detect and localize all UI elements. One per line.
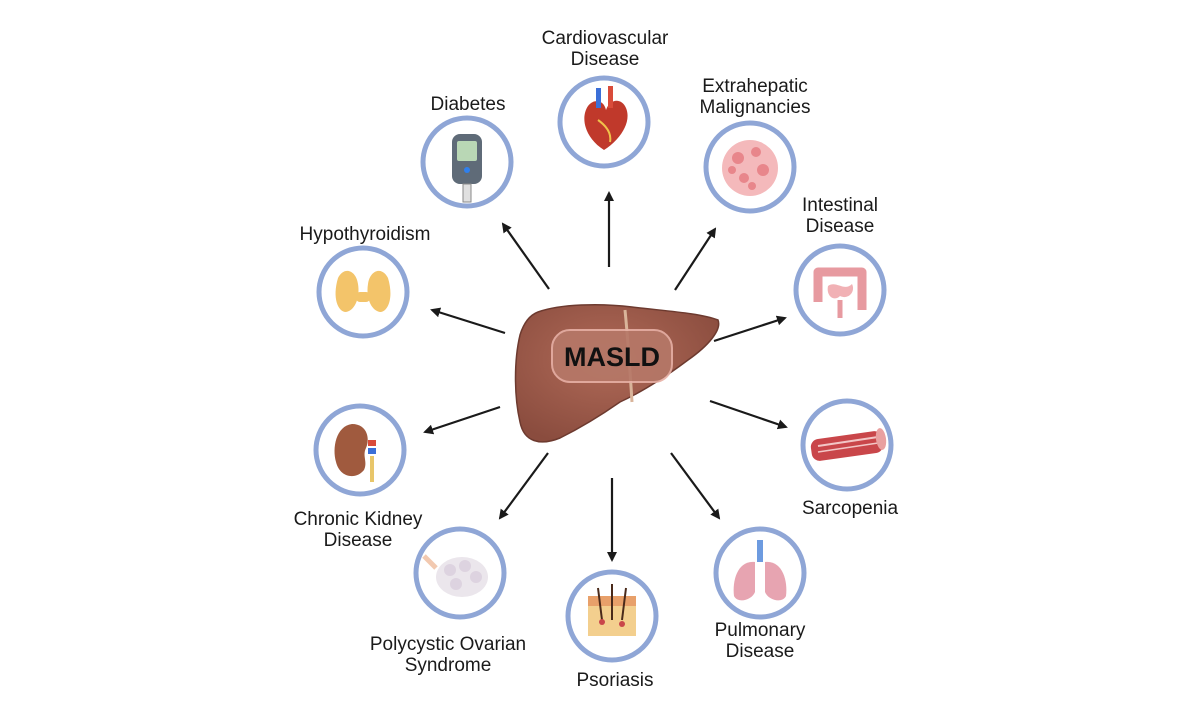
arrows-group (423, 191, 788, 562)
arrow-to-hypothyroidism (430, 307, 506, 335)
liver-icon: MASLD (514, 303, 720, 443)
pulmonary-node (713, 526, 807, 620)
malignancies-node (703, 120, 797, 214)
intestinal-node (793, 243, 887, 337)
sarcopenia-node (800, 398, 894, 492)
masld-label-box (551, 329, 673, 383)
ckd-node (313, 403, 407, 497)
label-sarcopenia: Sarcopenia (801, 498, 899, 519)
label-diabetes: Diabetes (430, 94, 506, 115)
heart-icon (584, 86, 628, 150)
arrow-to-diabetes (501, 222, 550, 290)
skin-layers-icon (588, 584, 636, 636)
arrow-to-ckd (423, 405, 501, 435)
glucometer-icon (452, 134, 482, 203)
arrow-to-sarcopenia (709, 399, 788, 430)
cardiovascular-node (557, 75, 651, 169)
masld-label: MASLD (564, 342, 660, 372)
arrow-to-intestinal (713, 315, 787, 343)
label-psoriasis: Psoriasis (576, 670, 654, 691)
tumor-cell-icon (722, 140, 778, 196)
pcos-node (413, 526, 507, 620)
arrow-to-malignancies (674, 227, 717, 291)
thyroid-icon (335, 270, 391, 312)
intestine-icon (813, 267, 867, 318)
arrow-to-pcos (498, 452, 549, 520)
lungs-icon (733, 540, 787, 601)
diabetes-node (420, 115, 514, 209)
ovary-icon (422, 554, 488, 597)
kidney-icon (334, 424, 376, 482)
arrow-to-pulmonary (670, 452, 721, 520)
label-hypothyroidism: Hypothyroidism (299, 224, 431, 245)
psoriasis-node (565, 569, 659, 663)
muscle-fiber-icon (810, 428, 887, 461)
hypothyroidism-node (316, 245, 410, 339)
